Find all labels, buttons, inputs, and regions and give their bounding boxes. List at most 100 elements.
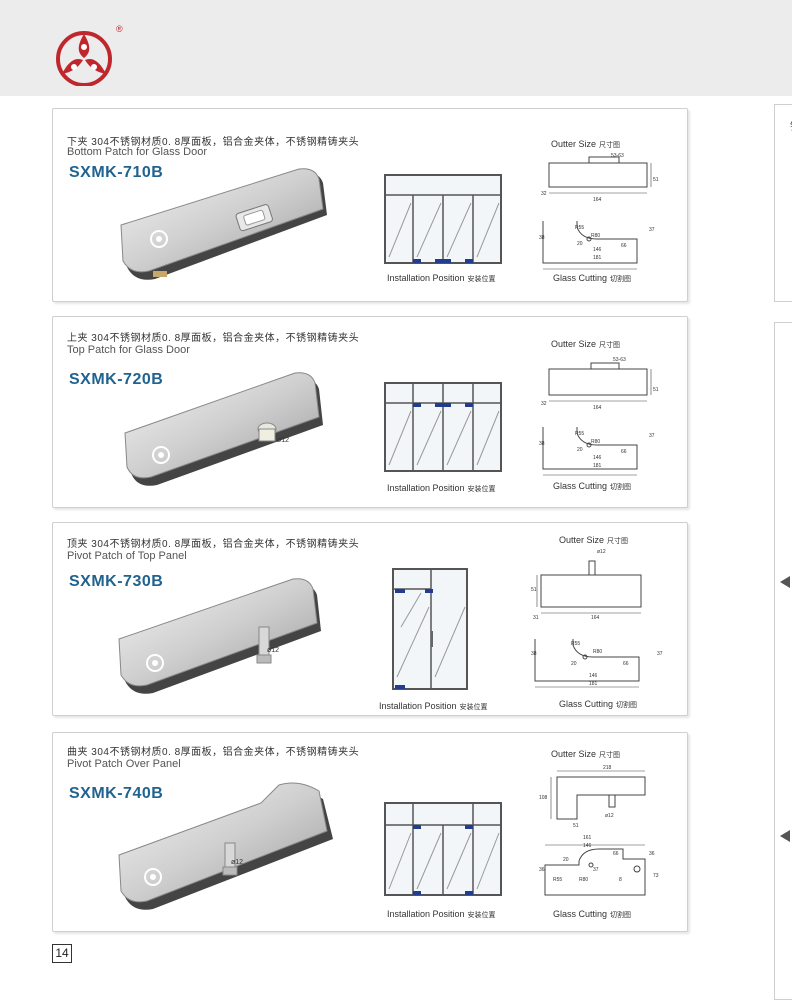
dim-r1: R55: [575, 431, 585, 437]
dim-right: 36: [649, 851, 655, 857]
glass-cutting-diagram: [534, 639, 640, 688]
dim-d: 20: [563, 857, 569, 863]
product-photo: [124, 372, 323, 486]
glass-cutting-diagram: [542, 427, 638, 476]
dim-top: 218: [603, 765, 612, 771]
outer-size-diagram: [536, 560, 642, 614]
dim-width: 164: [591, 615, 600, 621]
dim-e: 73: [653, 873, 659, 879]
product-photo: [118, 782, 333, 910]
model-number: SXMK-720B: [69, 371, 164, 388]
dim-width: ø12: [605, 813, 614, 819]
dim-top: 53-63: [613, 357, 626, 363]
product-name-en: Bottom Patch for Glass Door: [67, 146, 207, 158]
dim-side: 38: [539, 235, 545, 241]
product-photo: [118, 578, 321, 694]
registered-mark: ®: [116, 24, 123, 34]
dim-side: 38: [531, 651, 537, 657]
product-name-cn: 曲夹 304不锈钢材质0. 8厚面板，铝合金夹体，不锈钢精铸夹头: [67, 747, 360, 758]
arrow-left-icon: [780, 830, 790, 842]
pin-diameter: ø12: [231, 859, 244, 866]
outer-size-diagram: [548, 156, 652, 194]
dim-width: 164: [593, 405, 602, 411]
dim-r1: R55: [571, 641, 581, 647]
dim-a: 161: [583, 835, 592, 841]
model-number: SXMK-710B: [69, 164, 164, 181]
outer-size-diagram: [548, 362, 652, 402]
dim-g: 37: [593, 867, 599, 873]
dim-width: 164: [593, 197, 602, 203]
outer-size-diagram: [550, 770, 646, 820]
dim-side: 38: [539, 441, 545, 447]
dim-left: 32: [541, 401, 547, 407]
dim-side: 36: [539, 867, 545, 873]
model-number: SXMK-730B: [69, 573, 164, 590]
product-photo: [120, 168, 327, 280]
product-name-cn: 顶夹 304不锈钢材质0. 8厚面板，铝合金夹体，不锈钢精铸夹头: [67, 539, 360, 550]
page-number: 14: [52, 944, 72, 963]
dim-r2: R80: [591, 439, 601, 445]
side-card-bottom: [774, 322, 792, 1000]
side-card-top: [774, 104, 792, 302]
dim-a: 146: [593, 247, 602, 253]
product-panel-740b: 曲夹 304不锈钢材质0. 8厚面板，铝合金夹体，不锈钢精铸夹头 Pivot P…: [52, 732, 688, 932]
dim-b: 181: [593, 463, 602, 469]
dim-r2: R80: [579, 877, 589, 883]
product-panel-730b: 顶夹 304不锈钢材质0. 8厚面板，铝合金夹体，不锈钢精铸夹头 Pivot P…: [52, 522, 688, 716]
dim-r1: R55: [553, 877, 563, 883]
dim-c: 66: [621, 243, 627, 249]
installation-diagram: [384, 382, 502, 472]
dim-height: 108: [539, 795, 548, 801]
installation-diagram: [384, 802, 502, 896]
dim-r2: R80: [591, 233, 601, 239]
dim-left: 32: [541, 191, 547, 197]
dim-c: 66: [621, 449, 627, 455]
dim-b: 146: [583, 843, 592, 849]
dim-top: 53-63: [611, 153, 624, 159]
dim-d: 20: [577, 447, 583, 453]
glass-cutting-diagram: [542, 221, 638, 270]
dim-right: 37: [649, 227, 655, 233]
installation-diagram: [392, 568, 468, 690]
dim-height: 51: [531, 587, 537, 593]
dim-top: ø12: [597, 549, 606, 555]
product-name-en: Pivot Patch Over Panel: [67, 758, 181, 770]
product-name-en: Top Patch for Glass Door: [67, 344, 190, 356]
arrow-left-icon: [780, 576, 790, 588]
model-number: SXMK-740B: [69, 785, 164, 802]
header-band: [0, 0, 792, 96]
dim-b: 181: [589, 681, 598, 687]
installation-diagram: [384, 174, 502, 264]
dim-right: 37: [657, 651, 663, 657]
side-partial-text: 铝: [790, 118, 792, 133]
dim-a: 146: [589, 673, 598, 679]
product-name-cn: 下夹 304不锈钢材质0. 8厚面板，铝合金夹体，不锈钢精铸夹头: [67, 137, 360, 148]
product-name-en: Pivot Patch of Top Panel: [67, 550, 187, 562]
pin-diameter: ø12: [277, 437, 290, 444]
dim-r2: R80: [593, 649, 603, 655]
dim-c: 66: [623, 661, 629, 667]
dim-c: 66: [613, 851, 619, 857]
dim-r1: R55: [575, 225, 585, 231]
dim-right: 37: [649, 433, 655, 439]
dim-height: 51: [653, 387, 659, 393]
brand-logo: [56, 31, 112, 86]
product-panel-720b: 上夹 304不锈钢材质0. 8厚面板，铝合金夹体，不锈钢精铸夹头 Top Pat…: [52, 316, 688, 508]
dim-d: 20: [571, 661, 577, 667]
product-name-cn: 上夹 304不锈钢材质0. 8厚面板，铝合金夹体，不锈钢精铸夹头: [67, 333, 360, 344]
pin-diameter: ø12: [267, 647, 280, 654]
dim-a: 146: [593, 455, 602, 461]
dim-left: 51: [573, 823, 579, 829]
dim-f: 8: [619, 877, 622, 883]
